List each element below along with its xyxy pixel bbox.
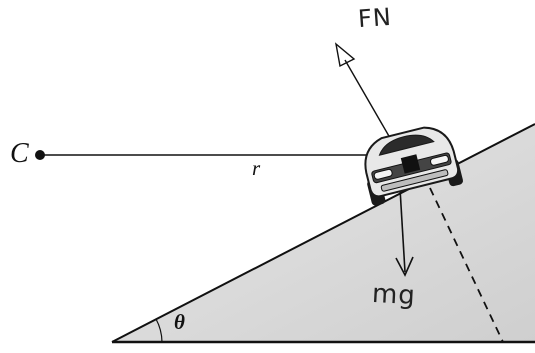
incline-surface-line	[111, 123, 535, 343]
angle-arc	[155, 318, 163, 343]
normal-force-label: FN	[357, 2, 393, 34]
angle-label: θ	[174, 310, 185, 334]
race-car-icon	[364, 126, 463, 206]
weight-label: mg	[371, 278, 417, 312]
weight-arrowhead	[395, 256, 414, 277]
center-label: C	[10, 138, 29, 169]
radius-label: r	[252, 156, 261, 180]
dashed-vertical-line	[429, 187, 504, 343]
normal-force-arrowhead	[334, 42, 356, 68]
normal-force-arrow-shaft	[344, 59, 398, 151]
